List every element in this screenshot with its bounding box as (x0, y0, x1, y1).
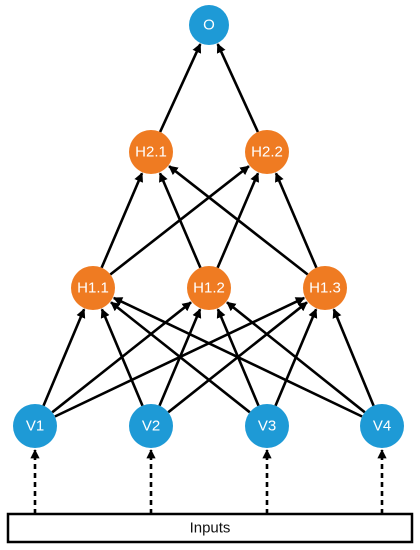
node-v3-label: V3 (258, 418, 276, 435)
node-o-label: O (203, 17, 215, 34)
node-h1-2: H1.2 (187, 266, 231, 310)
node-o: O (189, 5, 229, 45)
node-v1: V1 (13, 404, 57, 448)
node-v1-circle (13, 404, 57, 448)
node-h2-1-label: H2.1 (135, 144, 167, 161)
node-h2-1: H2.1 (129, 130, 173, 174)
node-v2: V2 (129, 404, 173, 448)
node-h1-3-circle (303, 266, 347, 310)
node-h1-1-label: H1.1 (77, 280, 109, 297)
node-h2-2-label: H2.2 (251, 144, 283, 161)
node-v4-label: V4 (373, 418, 391, 435)
node-v4: V4 (360, 404, 404, 448)
network-nodes: O H2.1 H2.2 H1.1 H1.2 H1.3 V1 (13, 5, 404, 448)
node-o-circle (189, 5, 229, 45)
edge-h2-1-to-o (158, 43, 202, 133)
node-h1-3: H1.3 (303, 266, 347, 310)
node-h2-2-circle (245, 130, 289, 174)
edge-h1-2-to-h2-1 (158, 172, 202, 269)
node-h1-2-circle (187, 266, 231, 310)
node-v3-circle (245, 404, 289, 448)
node-h1-2-label: H1.2 (193, 280, 225, 297)
node-h1-1-circle (71, 266, 115, 310)
edge-h1-3-to-h2-1 (168, 165, 309, 276)
node-v1-label: V1 (26, 418, 44, 435)
node-v2-label: V2 (142, 418, 160, 435)
inputs-box-label: Inputs (190, 520, 231, 537)
node-h1-1: H1.1 (71, 266, 115, 310)
inputs-box-rect (6, 512, 414, 544)
node-h1-3-label: H1.3 (309, 280, 341, 297)
edge-v1-to-h1-1 (42, 308, 86, 407)
edge-h1-3-to-h2-2 (274, 172, 318, 269)
edge-v2-to-h1-1 (100, 308, 144, 407)
edge-v4-to-h1-1 (112, 296, 363, 418)
node-v2-circle (129, 404, 173, 448)
edge-h1-1-to-h2-1 (100, 172, 144, 269)
connection-edges (42, 43, 375, 418)
node-h2-2: H2.2 (245, 130, 289, 174)
edge-h2-2-to-o (216, 43, 260, 133)
node-v3: V3 (245, 404, 289, 448)
edge-v4-to-h1-2 (226, 301, 366, 414)
node-h2-1-circle (129, 130, 173, 174)
inputs-box: Inputs (6, 512, 414, 544)
input-arrows (30, 449, 387, 514)
node-v4-circle (360, 404, 404, 448)
edge-v4-to-h1-3 (332, 308, 375, 407)
edge-v3-to-h1-1 (110, 301, 251, 414)
